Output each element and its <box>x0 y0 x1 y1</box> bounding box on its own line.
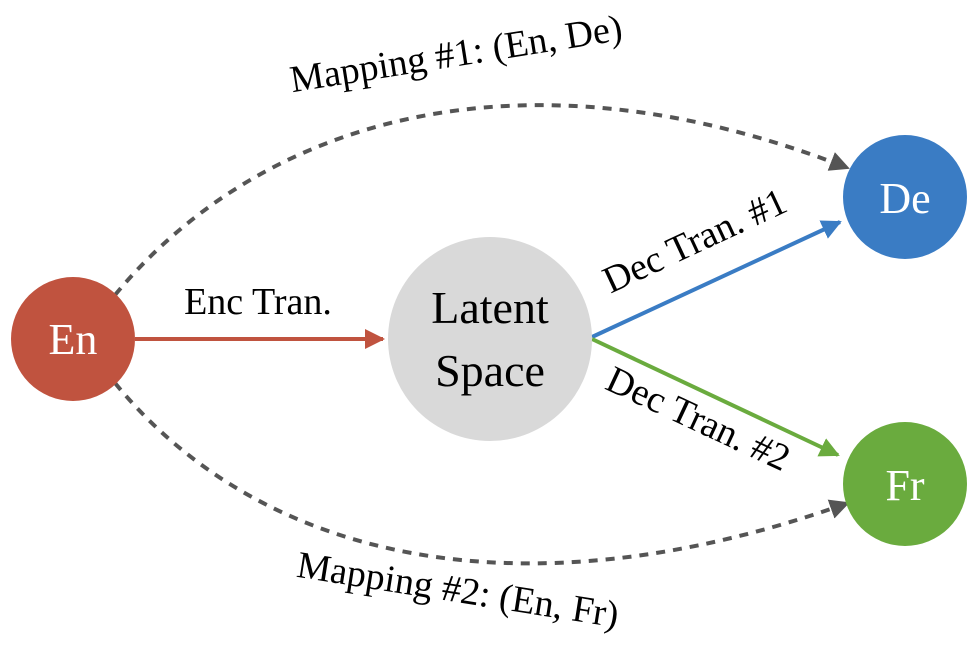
fr-node <box>843 422 967 546</box>
dec-tran-2-edge <box>591 337 840 457</box>
latent-label-line1: Latent <box>431 282 549 333</box>
dec-tran-2-label: Dec Tran. #2 <box>600 358 797 479</box>
de-label: De <box>879 174 930 223</box>
de-node <box>843 135 967 259</box>
enc-tran-label: Enc Tran. <box>184 281 332 323</box>
latent-label-line2: Space <box>435 345 545 396</box>
mapping-2-edge <box>113 381 850 566</box>
en-label: En <box>49 315 98 364</box>
mapping-1-label: Mapping #1: (En, De) <box>287 7 625 101</box>
latent-space-node <box>388 237 592 441</box>
mapping-1-edge <box>113 103 850 297</box>
dec-tran-1-edge <box>591 220 842 339</box>
en-node <box>11 277 135 401</box>
dec-tran-1-label: Dec Tran. #1 <box>597 180 794 301</box>
fr-label: Fr <box>885 461 924 510</box>
